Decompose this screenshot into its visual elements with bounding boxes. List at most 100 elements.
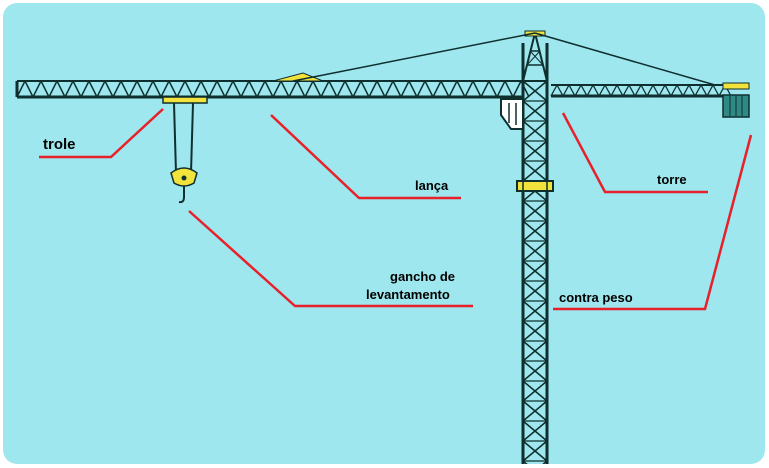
operator-cab — [500, 98, 524, 130]
lattice-member — [112, 80, 122, 98]
lattice-member — [706, 84, 714, 97]
lattice-member — [416, 80, 426, 98]
lattice-member — [216, 80, 226, 98]
lattice-member — [408, 80, 418, 98]
lattice-member — [522, 400, 548, 422]
lattice-member — [264, 80, 274, 98]
lattice-member — [480, 80, 490, 98]
lattice-member — [104, 80, 114, 98]
jib-lattice — [16, 80, 530, 98]
lattice-member — [168, 80, 178, 98]
lattice-member — [522, 380, 548, 402]
lattice-member — [232, 80, 242, 98]
counter-jib-truss — [550, 82, 750, 98]
label-trole: trole — [43, 136, 76, 153]
lattice-member — [200, 80, 210, 98]
lattice-member — [522, 80, 548, 102]
lattice-member — [522, 420, 548, 442]
lattice-member — [272, 80, 282, 98]
lattice-member — [192, 80, 202, 98]
lattice-member — [652, 84, 660, 97]
lattice-member — [400, 80, 410, 98]
lattice-member — [176, 80, 186, 98]
lattice-member — [628, 84, 636, 97]
lattice-member — [640, 84, 648, 97]
lattice-member — [522, 340, 548, 362]
trolley — [162, 96, 208, 104]
lattice-member — [64, 80, 74, 98]
lattice-member — [522, 200, 548, 222]
lattice-member — [88, 80, 98, 98]
lattice-member — [700, 84, 708, 97]
slewing-unit — [516, 180, 554, 192]
lattice-member — [598, 84, 606, 97]
hook — [178, 186, 185, 204]
hook-block — [170, 102, 198, 204]
lattice-member — [488, 80, 498, 98]
lattice-member — [694, 84, 702, 97]
lattice-member — [96, 80, 106, 98]
lattice-member — [676, 84, 684, 97]
leader-line-lanca — [270, 114, 461, 200]
lattice-member — [392, 80, 402, 98]
hoist-rope-left — [173, 102, 177, 174]
lattice-member — [522, 220, 548, 242]
label-torre: torre — [657, 172, 687, 187]
lattice-member — [152, 80, 162, 98]
lattice-member — [522, 160, 548, 182]
lattice-member — [40, 80, 50, 98]
lattice-member — [522, 320, 548, 342]
lattice-member — [320, 80, 330, 98]
lattice-member — [682, 84, 690, 97]
lattice-member — [646, 84, 654, 97]
lattice-member — [522, 440, 548, 462]
lattice-member — [16, 80, 26, 98]
counterweight — [722, 94, 750, 118]
lattice-member — [32, 80, 42, 98]
lattice-member — [616, 84, 624, 97]
lattice-member — [522, 100, 548, 122]
lattice-member — [136, 80, 146, 98]
counter-jib-pendant-line — [534, 32, 716, 86]
lattice-member — [496, 80, 506, 98]
lattice-member — [568, 84, 576, 97]
lattice-member — [586, 84, 594, 97]
lattice-member — [512, 80, 522, 98]
lattice-member — [522, 280, 548, 302]
lattice-member — [522, 120, 548, 142]
lattice-member — [522, 140, 548, 162]
tower-lattice — [522, 80, 548, 464]
lattice-member — [472, 80, 482, 98]
lattice-member — [208, 80, 218, 98]
lattice-member — [384, 80, 394, 98]
lattice-member — [440, 80, 450, 98]
lattice-member — [312, 80, 322, 98]
lattice-member — [664, 84, 672, 97]
tower-apex — [521, 30, 549, 82]
tower-mast — [521, 43, 549, 464]
lattice-member — [522, 300, 548, 322]
jib-truss — [15, 72, 530, 99]
lattice-member — [522, 360, 548, 382]
lattice-member — [304, 80, 314, 98]
lattice-member — [688, 84, 696, 97]
lattice-member — [592, 84, 600, 97]
lattice-member — [48, 80, 58, 98]
lattice-member — [610, 84, 618, 97]
lattice-member — [604, 84, 612, 97]
lattice-member — [80, 80, 90, 98]
diagram-panel: trole lança torre gancho de levantamento… — [3, 3, 765, 464]
lattice-member — [504, 80, 514, 98]
lattice-member — [522, 240, 548, 262]
lattice-member — [562, 84, 570, 97]
lattice-member — [550, 84, 558, 97]
lattice-member — [464, 80, 474, 98]
lattice-member — [184, 80, 194, 98]
label-gancho-line2: levantamento — [366, 287, 450, 302]
lattice-member — [712, 84, 720, 97]
lattice-member — [556, 84, 564, 97]
lattice-member — [296, 80, 306, 98]
leader-line-torre — [561, 112, 708, 194]
lattice-member — [574, 84, 582, 97]
tower-crane-illustration: trole lança torre gancho de levantamento… — [15, 30, 753, 464]
